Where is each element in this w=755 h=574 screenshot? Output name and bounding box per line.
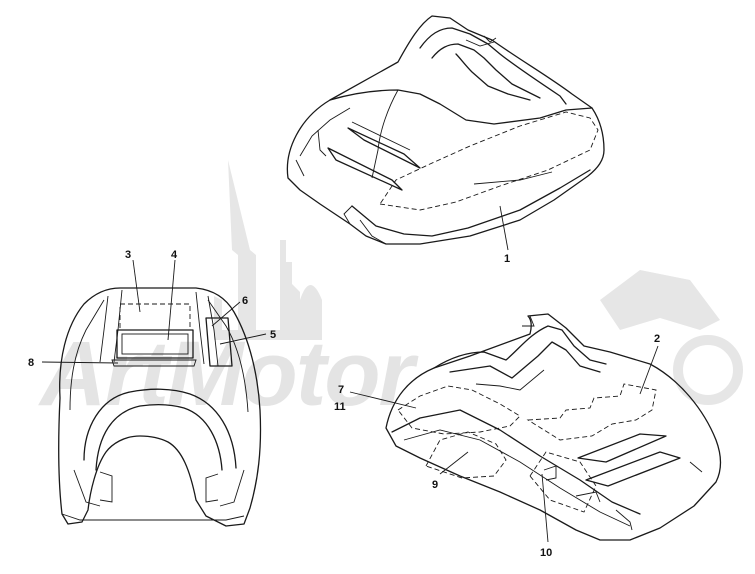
hood-top-view: [286, 15, 605, 245]
callout-7: 7: [338, 384, 344, 396]
hood-rear-view: [385, 313, 722, 541]
watermark-text: ArtMotor: [38, 323, 419, 425]
hood-front-view: [58, 287, 262, 527]
callout-9: 9: [432, 479, 438, 491]
callout-4: 4: [171, 249, 178, 261]
watermark-dome-shape: [300, 285, 322, 340]
callout-11: 11: [334, 401, 346, 413]
leader-lines: [41, 205, 659, 543]
callout-labels: 1 2 3 4 5 6 7 8 9 10 11: [28, 249, 660, 559]
callout-8: 8: [28, 357, 34, 369]
callout-6: 6: [242, 295, 248, 307]
callout-1: 1: [504, 253, 510, 265]
watermark-spire-shape: [214, 160, 300, 340]
callout-2: 2: [654, 333, 660, 345]
callout-10: 10: [540, 547, 552, 559]
callout-5: 5: [270, 329, 276, 341]
watermark-motorcycle-shape: [600, 270, 743, 405]
callout-3: 3: [125, 249, 131, 261]
